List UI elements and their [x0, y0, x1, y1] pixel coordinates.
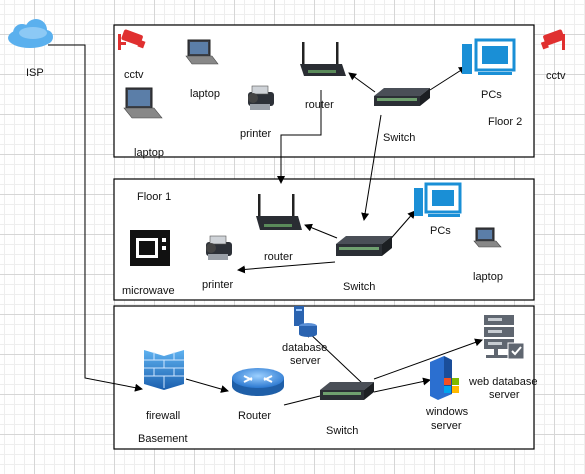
- laptop-icon: [185, 39, 219, 65]
- printer-icon: [206, 235, 232, 260]
- database-server-icon: [294, 306, 317, 337]
- switch-to-router-f2-link: [348, 72, 376, 93]
- isp-label: ISP: [26, 67, 44, 79]
- switch-icon: [336, 236, 392, 256]
- switch-to-database-link: [305, 329, 363, 384]
- switch-to-printer-f1-link: [237, 261, 336, 274]
- switch-to-windows-link: [373, 377, 431, 393]
- laptop-f2b-label: laptop: [134, 147, 164, 159]
- printer-f2-label: printer: [240, 128, 272, 140]
- switch-f2-label: Switch: [383, 132, 415, 144]
- cloud-icon: [8, 19, 53, 48]
- printer-icon: [248, 85, 274, 110]
- router-icon: [300, 42, 346, 76]
- basement-label: Basement: [138, 433, 188, 445]
- router-b-label: Router: [238, 410, 271, 422]
- windows-server-icon: [430, 356, 459, 400]
- firewall-icon: [144, 350, 184, 390]
- pc-icon: [414, 182, 462, 217]
- pc-icon: [462, 38, 516, 75]
- switch-to-router-f1-link: [304, 223, 338, 239]
- pcs-f2-label: PCs: [481, 89, 502, 101]
- laptop-f1-label: laptop: [473, 271, 503, 283]
- switch-to-webdb-link: [373, 338, 483, 380]
- database-server-label-1: database: [282, 342, 327, 354]
- laptop-icon: [473, 227, 502, 248]
- firewall-to-router-link: [185, 378, 229, 393]
- firewall-label: firewall: [146, 410, 180, 422]
- pcs-f1-label: PCs: [430, 225, 451, 237]
- microwave-label: microwave: [122, 285, 175, 297]
- floor1-box: [113, 178, 535, 301]
- web-db-server-label-1: web database: [468, 376, 538, 388]
- router-icon: [256, 194, 302, 230]
- cctv-camera-icon: [118, 29, 146, 50]
- isp-to-firewall-link: [48, 44, 143, 392]
- connections: [48, 44, 483, 406]
- router-f2-to-router-f1-link: [277, 90, 322, 184]
- cctv-right-label: cctv: [546, 70, 566, 82]
- switch-to-pcs-f2-link: [429, 66, 467, 91]
- switch-f2-to-switch-f1-link: [361, 114, 382, 221]
- switch-icon: [320, 382, 374, 400]
- cctv-left-label: cctv: [124, 69, 144, 81]
- printer-f1-label: printer: [202, 279, 234, 291]
- cctv-camera-icon: [540, 29, 565, 50]
- floor1-label: Floor 1: [137, 191, 171, 203]
- windows-server-label-1: windows: [425, 406, 469, 418]
- router-icon: [232, 368, 284, 396]
- router-f2-label: router: [305, 99, 334, 111]
- server-rack-icon: [484, 315, 525, 360]
- router-f1-label: router: [264, 251, 293, 263]
- labels: ISP cctv cctv laptop laptop printer rout…: [26, 67, 566, 445]
- switch-f1-label: Switch: [343, 281, 375, 293]
- microwave-icon: [130, 230, 170, 266]
- switch-icon: [374, 88, 430, 106]
- switch-b-label: Switch: [326, 425, 358, 437]
- laptop-f2a-label: laptop: [190, 88, 220, 100]
- router-to-switch-link: [283, 395, 321, 406]
- laptop-icon: [123, 87, 163, 119]
- web-db-server-label-2: server: [489, 389, 520, 401]
- database-server-label-2: server: [290, 355, 321, 367]
- windows-server-label-2: server: [431, 420, 462, 432]
- floor2-label: Floor 2: [488, 116, 522, 128]
